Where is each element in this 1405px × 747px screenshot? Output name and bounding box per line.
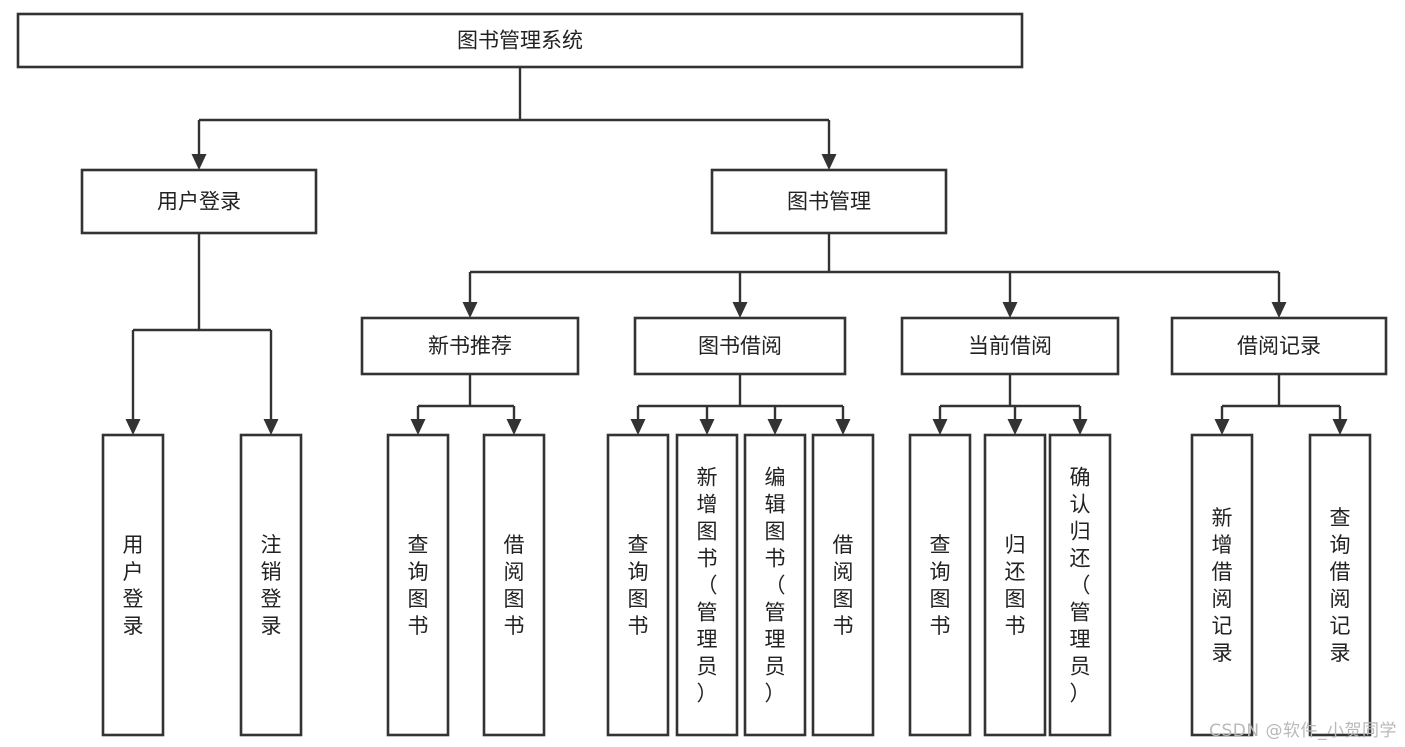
node-label-leaf-return-book: 归还图书 (1005, 533, 1026, 638)
node-label-leaf-borrow-book: 借阅图书 (833, 533, 854, 638)
arrow-head-icon (1002, 302, 1018, 318)
node-box-leaf-add-book (675, 433, 739, 737)
node-box-root (16, 12, 1024, 69)
node-book-manage[interactable]: 图书管理 (710, 168, 948, 235)
node-label-leaf-borrow-book-rec: 借阅图书 (504, 533, 525, 638)
node-book-borrow[interactable]: 图书借阅 (633, 316, 847, 376)
node-leaf-add-record[interactable]: 新增借阅记录 (1190, 433, 1254, 737)
arrow-head-icon (263, 419, 279, 435)
node-leaf-user-login[interactable]: 用户登录 (101, 433, 165, 737)
node-box-current-borrow (900, 316, 1120, 376)
node-leaf-borrow-book[interactable]: 借阅图书 (811, 433, 875, 737)
arrow-head-icon (1214, 419, 1230, 435)
node-box-leaf-edit-book (743, 433, 807, 737)
node-leaf-query-book-rec[interactable]: 查询图书 (386, 433, 450, 737)
node-label-leaf-user-logout: 注销登录 (261, 533, 282, 638)
arrow-head-icon (767, 419, 783, 435)
node-label-leaf-query-book: 查询图书 (628, 533, 649, 638)
node-label-new-book-rec: 新书推荐 (428, 334, 512, 358)
arrow-head-icon (630, 419, 646, 435)
arrow-head-icon (835, 419, 851, 435)
node-leaf-confirm-return[interactable]: 确认归还（管理员） (1048, 433, 1112, 737)
arrow-head-icon (191, 154, 207, 170)
arrow-head-icon (1271, 302, 1287, 318)
connector-layer (125, 67, 1348, 435)
node-box-leaf-user-logout (239, 433, 303, 737)
arrow-head-icon (125, 419, 141, 435)
node-box-user-login (80, 168, 318, 235)
node-box-leaf-user-login (101, 433, 165, 737)
arrow-head-icon (932, 419, 948, 435)
node-leaf-return-book[interactable]: 归还图书 (983, 433, 1047, 737)
node-label-leaf-add-record: 新增借阅记录 (1212, 506, 1233, 665)
node-label-leaf-edit-book: 编辑图书（管理员） (765, 466, 786, 706)
arrow-head-icon (1332, 419, 1348, 435)
node-box-leaf-query-book (606, 433, 670, 737)
node-box-leaf-query-book-cur (908, 433, 972, 737)
node-box-book-manage (710, 168, 948, 235)
node-leaf-borrow-book-rec[interactable]: 借阅图书 (482, 433, 546, 737)
node-label-borrow-record: 借阅记录 (1237, 334, 1321, 358)
node-box-leaf-add-record (1190, 433, 1254, 737)
node-box-borrow-record (1170, 316, 1388, 376)
node-leaf-user-logout[interactable]: 注销登录 (239, 433, 303, 737)
node-box-leaf-return-book (983, 433, 1047, 737)
arrow-head-icon (462, 302, 478, 318)
node-box-book-borrow (633, 316, 847, 376)
node-leaf-edit-book[interactable]: 编辑图书（管理员） (743, 433, 807, 737)
node-leaf-query-book-cur[interactable]: 查询图书 (908, 433, 972, 737)
node-box-leaf-query-record (1308, 433, 1372, 737)
arrow-head-icon (410, 419, 426, 435)
node-label-leaf-query-book-cur: 查询图书 (930, 533, 951, 638)
node-label-leaf-query-book-rec: 查询图书 (408, 533, 429, 638)
node-box-new-book-rec (360, 316, 580, 376)
node-user-login[interactable]: 用户登录 (80, 168, 318, 235)
node-label-root: 图书管理系统 (457, 29, 583, 53)
node-label-book-borrow: 图书借阅 (698, 334, 782, 358)
arrow-head-icon (732, 302, 748, 318)
node-leaf-query-record[interactable]: 查询借阅记录 (1308, 433, 1372, 737)
node-root[interactable]: 图书管理系统 (16, 12, 1024, 69)
node-label-leaf-confirm-return: 确认归还（管理员） (1070, 466, 1091, 706)
node-leaf-query-book[interactable]: 查询图书 (606, 433, 670, 737)
node-label-leaf-add-book: 新增图书（管理员） (697, 466, 718, 706)
node-label-leaf-user-login: 用户登录 (123, 533, 144, 638)
node-box-leaf-borrow-book (811, 433, 875, 737)
arrow-head-icon (506, 419, 522, 435)
node-layer: 图书管理系统用户登录图书管理新书推荐图书借阅当前借阅借阅记录用户登录注销登录查询… (16, 12, 1388, 737)
node-label-leaf-query-record: 查询借阅记录 (1330, 506, 1351, 665)
node-label-user-login: 用户登录 (157, 190, 241, 214)
node-label-current-borrow: 当前借阅 (968, 334, 1052, 358)
arrow-head-icon (821, 154, 837, 170)
node-box-leaf-borrow-book-rec (482, 433, 546, 737)
node-label-book-manage: 图书管理 (787, 190, 871, 214)
node-current-borrow[interactable]: 当前借阅 (900, 316, 1120, 376)
arrow-head-icon (699, 419, 715, 435)
node-box-leaf-query-book-rec (386, 433, 450, 737)
arrow-head-icon (1007, 419, 1023, 435)
node-borrow-record[interactable]: 借阅记录 (1170, 316, 1388, 376)
node-box-leaf-confirm-return (1048, 433, 1112, 737)
node-new-book-rec[interactable]: 新书推荐 (360, 316, 580, 376)
node-leaf-add-book[interactable]: 新增图书（管理员） (675, 433, 739, 737)
arrow-head-icon (1072, 419, 1088, 435)
